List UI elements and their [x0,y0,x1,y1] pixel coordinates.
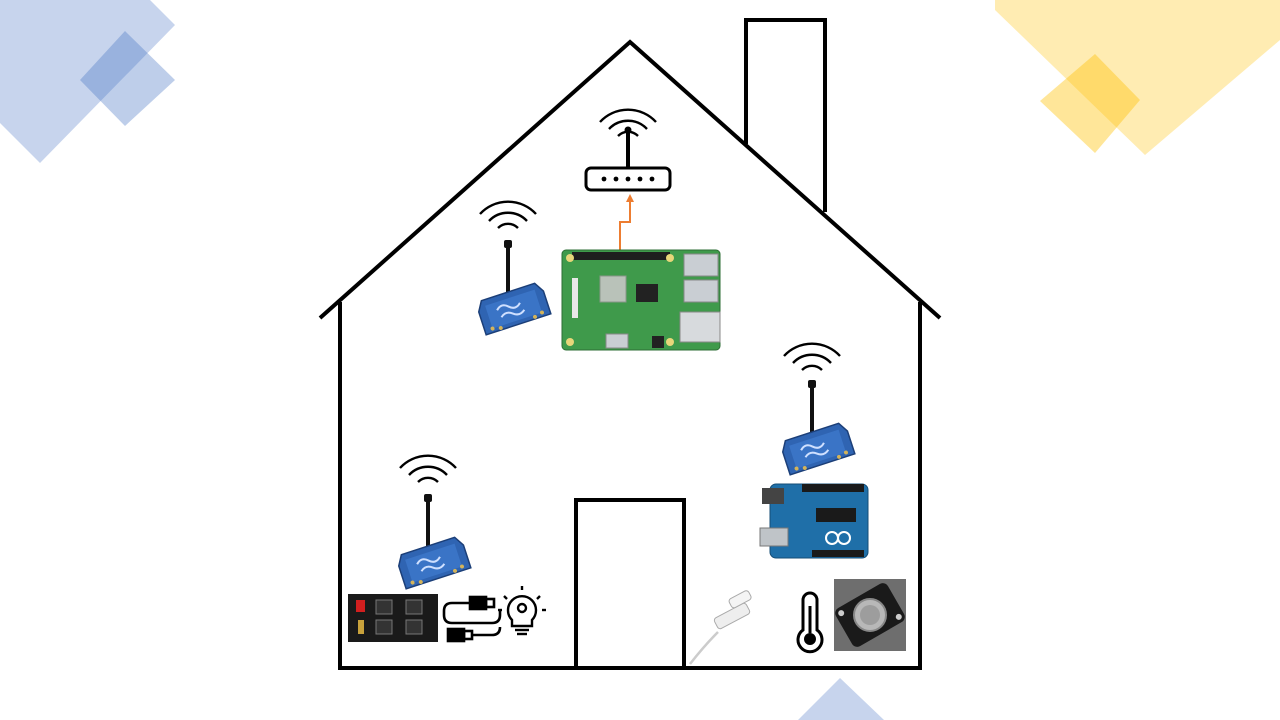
gas-sensor-module-icon [833,579,907,651]
light-bulb-icon [498,586,546,634]
usb-cable-icon [444,597,500,641]
xbee-radio-module-icon [780,344,855,475]
power-relay-outlet-icon [348,594,438,642]
router-link-arrow [620,194,634,250]
magnetic-door-sensor-icon [690,590,758,664]
thermometer-icon [798,593,822,652]
decor-top-right [995,0,1280,155]
xbee-radio-module-icon [476,202,551,335]
wifi-router-icon [586,110,670,190]
arduino-uno-board-icon [760,484,868,558]
raspberry-pi-board-icon [562,250,720,350]
decor-top-left [0,0,175,163]
xbee-radio-module-icon [396,456,471,589]
decor-bottom-center [798,678,884,720]
